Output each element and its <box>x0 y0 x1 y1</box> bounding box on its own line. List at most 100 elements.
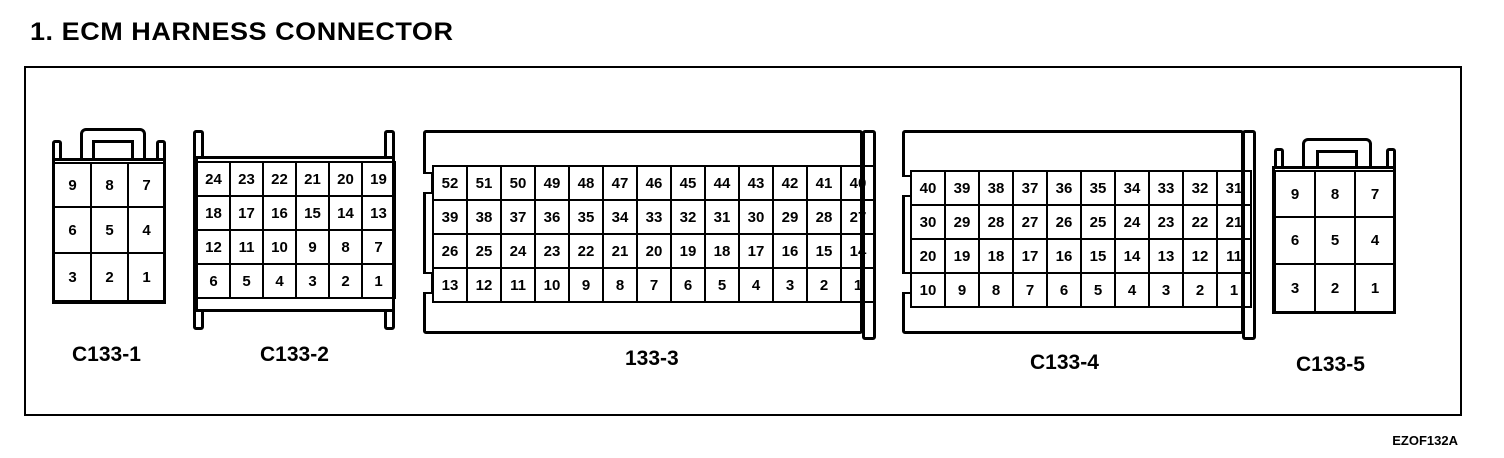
pin-cell: 12 <box>1184 240 1218 274</box>
pin-cell: 40 <box>912 172 946 206</box>
pin-cell: 52 <box>434 167 468 201</box>
pin-cell: 42 <box>774 167 808 201</box>
pin-cell: 7 <box>638 269 672 303</box>
pin-cell: 27 <box>842 201 876 235</box>
pin-cell: 12 <box>198 231 231 265</box>
pin-cell: 43 <box>740 167 774 201</box>
pin-cell: 28 <box>808 201 842 235</box>
pin-cell: 38 <box>468 201 502 235</box>
pin-cell: 2 <box>330 265 363 299</box>
pin-cell: 24 <box>502 235 536 269</box>
pin-cell: 7 <box>1356 172 1396 218</box>
pin-cell: 13 <box>1150 240 1184 274</box>
pin-cell: 32 <box>1184 172 1218 206</box>
pin-cell: 22 <box>570 235 604 269</box>
pin-cell: 16 <box>1048 240 1082 274</box>
pin-cell: 14 <box>330 197 363 231</box>
pin-cell: 38 <box>980 172 1014 206</box>
pin-cell: 26 <box>1048 206 1082 240</box>
pin-cell: 5 <box>706 269 740 303</box>
pin-cell: 34 <box>1116 172 1150 206</box>
pin-cell: 6 <box>1048 274 1082 308</box>
pin-cell: 3 <box>1150 274 1184 308</box>
pin-cell: 23 <box>1150 206 1184 240</box>
pin-cell: 4 <box>740 269 774 303</box>
pin-cell: 51 <box>468 167 502 201</box>
pin-cell: 29 <box>946 206 980 240</box>
pin-cell: 10 <box>536 269 570 303</box>
pin-cell: 29 <box>774 201 808 235</box>
pin-cell: 36 <box>536 201 570 235</box>
pin-cell: 3 <box>55 254 92 302</box>
pin-cell: 15 <box>1082 240 1116 274</box>
pin-cell: 28 <box>980 206 1014 240</box>
pin-cell: 1 <box>1218 274 1252 308</box>
pin-cell: 40 <box>842 167 876 201</box>
pin-cell: 4 <box>264 265 297 299</box>
pin-cell: 18 <box>198 197 231 231</box>
pin-cell: 1 <box>129 254 166 302</box>
pin-cell: 4 <box>1116 274 1150 308</box>
pin-cell: 33 <box>638 201 672 235</box>
pin-cell: 6 <box>1276 218 1316 265</box>
pin-cell: 22 <box>1184 206 1218 240</box>
pin-cell: 9 <box>297 231 330 265</box>
pin-cell: 10 <box>912 274 946 308</box>
pin-cell: 23 <box>536 235 570 269</box>
pin-cell: 17 <box>740 235 774 269</box>
pin-cell: 50 <box>502 167 536 201</box>
pin-cell: 5 <box>1316 218 1356 265</box>
pin-cell: 21 <box>297 163 330 197</box>
pin-cell: 48 <box>570 167 604 201</box>
pin-cell: 4 <box>1356 218 1396 265</box>
pin-cell: 5 <box>92 208 129 254</box>
pin-cell: 25 <box>1082 206 1116 240</box>
pin-cell: 39 <box>434 201 468 235</box>
pin-cell: 1 <box>842 269 876 303</box>
pin-cell: 8 <box>604 269 638 303</box>
connector-label-c133-1: C133-1 <box>72 343 141 366</box>
pin-cell: 23 <box>231 163 264 197</box>
pin-cell: 8 <box>92 164 129 208</box>
connector-label-c133-2: C133-2 <box>260 343 329 366</box>
pin-cell: 12 <box>468 269 502 303</box>
pin-cell: 17 <box>1014 240 1048 274</box>
pin-cell: 45 <box>672 167 706 201</box>
diagram-frame <box>24 66 1462 416</box>
pin-cell: 20 <box>330 163 363 197</box>
pin-cell: 18 <box>706 235 740 269</box>
pin-cell: 47 <box>604 167 638 201</box>
pin-cell: 16 <box>774 235 808 269</box>
pin-cell: 32 <box>672 201 706 235</box>
pin-cell: 19 <box>672 235 706 269</box>
pin-cell: 21 <box>604 235 638 269</box>
pin-cell: 26 <box>434 235 468 269</box>
pin-cell: 21 <box>1218 206 1252 240</box>
pin-cell: 49 <box>536 167 570 201</box>
pin-cell: 11 <box>502 269 536 303</box>
pin-cell: 5 <box>1082 274 1116 308</box>
pin-cell: 39 <box>946 172 980 206</box>
pin-cell: 37 <box>502 201 536 235</box>
pin-cell: 1 <box>1356 265 1396 313</box>
pin-cell: 15 <box>297 197 330 231</box>
connector-label-133-3: 133-3 <box>625 347 679 370</box>
pin-cell: 30 <box>740 201 774 235</box>
pin-cell: 3 <box>774 269 808 303</box>
pin-cell: 2 <box>808 269 842 303</box>
pin-cell: 41 <box>808 167 842 201</box>
pin-cell: 13 <box>434 269 468 303</box>
pin-cell: 1 <box>363 265 396 299</box>
pin-cell: 2 <box>92 254 129 302</box>
pin-cell: 19 <box>363 163 396 197</box>
pin-cell: 7 <box>1014 274 1048 308</box>
figure-code: EZOF132A <box>1392 433 1458 448</box>
pin-cell: 17 <box>231 197 264 231</box>
pin-cell: 24 <box>1116 206 1150 240</box>
pin-cell: 9 <box>570 269 604 303</box>
pin-cell: 6 <box>198 265 231 299</box>
pin-cell: 31 <box>706 201 740 235</box>
pin-cell: 24 <box>198 163 231 197</box>
